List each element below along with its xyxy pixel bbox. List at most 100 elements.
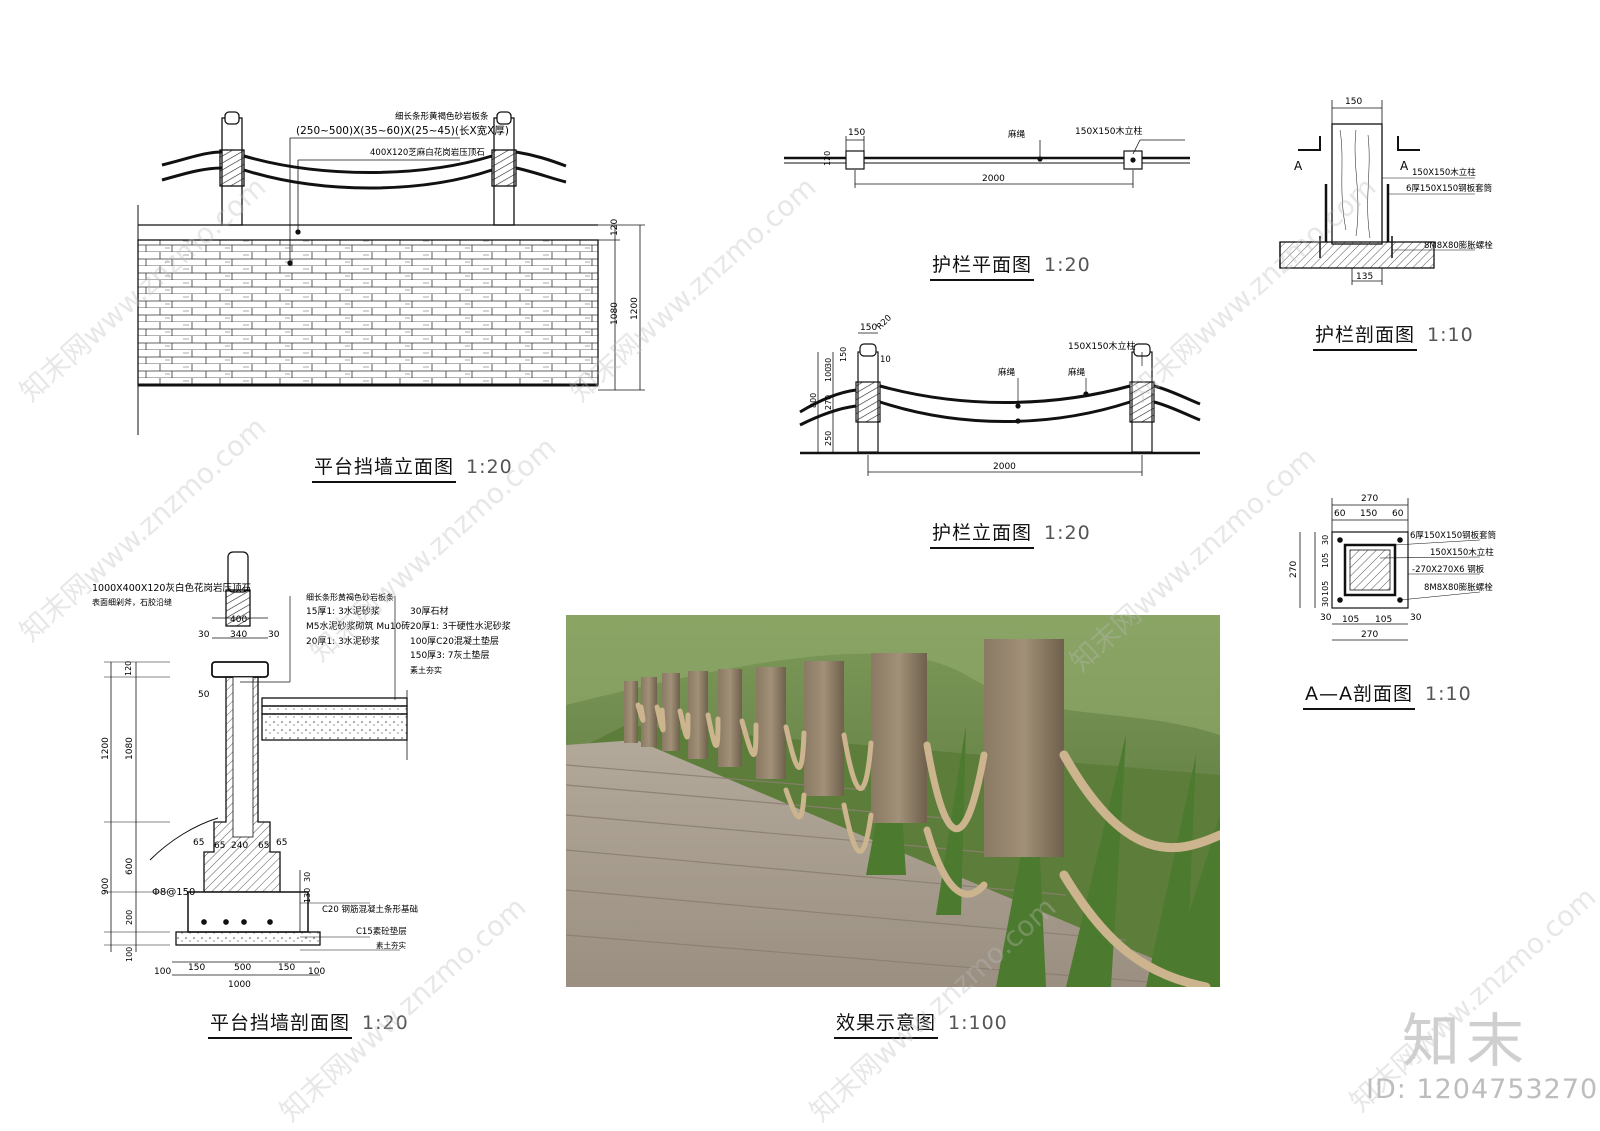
title-rail-section-name: 护栏剖面图 [1313,324,1418,351]
wall-sec-dim-1200: 1200 [101,737,111,760]
title-effect-name: 效果示意图 [834,1012,939,1039]
wall-sec-dim-120: 120 [124,661,133,676]
wall-sec-dim-65a: 65 [193,838,204,848]
wall-elev-note3: 400X120芝麻白花岗岩压顶石 [370,147,485,158]
wall-sec-dim-b100a: 100 [154,967,171,977]
id-label: ID: 1204753270 [1366,1074,1599,1105]
wall-sec-dim-100: 100 [125,947,134,962]
wall-sec-dim-30c: 30 [303,872,312,882]
wall-sec-note-c15: C15素砼垫层 [356,926,407,937]
wall-sec-dim-900: 900 [101,878,111,895]
title-rail-elevation: 护栏立面图 1:20 [930,518,1091,549]
rail-section-note-sleeve: 6厚150X150钢板套筒 [1406,183,1492,194]
wall-sec-dim-b500: 500 [234,963,251,973]
title-rail-plan: 护栏平面图 1:20 [930,250,1091,281]
aa-dim-270-top: 270 [1361,494,1378,504]
rail-elevation-view [799,332,1201,476]
rail-plan-dim-2000: 2000 [982,174,1005,184]
title-rail-plan-name: 护栏平面图 [930,254,1035,281]
rail-elev-dim-270: 270 [824,395,833,410]
wall-elev-note1: 细长条形黄褐色砂岩板条 [395,111,489,122]
aa-note-post: 150X150木立柱 [1430,547,1494,558]
wall-elevation-view [137,111,645,435]
aa-dim-270-left: 270 [1289,561,1299,578]
aa-dim-105-l1: 105 [1321,553,1330,568]
wall-sec-rebar: Φ8@150 [152,887,195,898]
rail-elev-dim-r20: R20 [875,313,894,332]
wall-sec-dim-240: 240 [231,841,248,851]
aa-dim-30-bot2: 30 [1410,613,1422,623]
rail-section-view [1279,100,1475,285]
wall-sec-dim-340: 340 [230,630,247,640]
aa-dim-150: 150 [1360,509,1377,519]
rail-elev-rope2-label: 麻绳 [1068,367,1086,378]
aa-dim-105-l2: 105 [1321,581,1330,596]
rail-elev-dim-250: 250 [824,431,833,446]
effect-photo [566,615,1220,987]
aa-dim-105-b2: 105 [1375,615,1392,625]
wall-sec-dim-b100b: 100 [308,967,325,977]
wall-sec-dim-600: 600 [125,858,135,875]
rail-plan-view [784,136,1190,188]
rail-elev-dim-30: 30 [824,358,833,368]
rail-elev-dim-2000: 2000 [993,462,1016,472]
title-wall-elevation-name: 平台挡墙立面图 [312,456,457,483]
aa-dim-270-bot: 270 [1361,630,1378,640]
wall-sec-dim-130: 130 [303,888,312,903]
rail-elev-rope1-label: 麻绳 [998,367,1016,378]
wall-elev-note2: (250~500)X(35~60)X(25~45)(长X宽X厚) [296,124,509,137]
aa-note-bolt: 8M8X80膨胀螺栓 [1424,582,1493,593]
title-aa-section-name: A—A剖面图 [1303,683,1415,710]
aa-dim-105-b1: 105 [1342,615,1359,625]
wall-sec-note-p4: 150厚3: 7灰土垫层 [410,649,490,661]
wall-sec-dim-1080: 1080 [125,737,135,760]
title-rail-plan-scale: 1:20 [1044,254,1091,276]
rail-elev-dim-800: 800 [809,393,818,408]
rail-elev-dim-100: 100 [824,367,833,382]
title-wall-section-scale: 1:20 [362,1012,409,1034]
rail-elev-dim-150b: 150 [839,347,848,362]
aa-dim-60a: 60 [1334,509,1346,519]
rail-section-mark-a-right: A [1400,159,1409,173]
wall-sec-dim-400: 400 [230,615,247,625]
wall-sec-note-r1: 细长条形黄褐色砂岩板条 [306,592,394,602]
rail-section-note-bolt: 8M8X80膨胀螺栓 [1424,240,1493,251]
wall-sec-dim-65d: 65 [276,838,287,848]
title-wall-elevation-scale: 1:20 [466,456,513,478]
rail-elev-dim-10: 10 [880,355,891,365]
wall-elev-dim-120: 120 [610,219,620,236]
rail-plan-dim-120: 120 [823,151,832,166]
rail-elev-dim-150: 150 [860,323,877,333]
wall-elev-dim-1200: 1200 [630,297,640,320]
wall-sec-dim-30b: 30 [268,630,280,640]
wall-sec-note-p1: 30厚石材 [410,605,448,617]
wall-sec-note-r4: 20厚1: 3水泥砂浆 [306,635,380,647]
aa-section-view [1299,498,1481,641]
wall-sec-note-top2: 表面细剁斧，石胶沿缝 [92,597,172,607]
rail-plan-post-label: 150X150木立柱 [1075,125,1143,137]
aa-note-plate: -270X270X6 钢板 [1412,564,1485,575]
rail-section-note-post: 150X150木立柱 [1412,167,1476,178]
wall-sec-note-found: C20 钢筋混凝土条形基础 [322,904,418,915]
wall-sec-dim-200: 200 [125,910,134,925]
rail-section-dim-135: 135 [1356,272,1373,282]
wall-sec-note-r3: M5水泥砂浆砌筑 Mu10砖 [306,620,410,632]
wall-sec-dim-65b: 65 [214,841,225,851]
wall-sec-note-p5: 素土夯实 [410,665,442,675]
rail-section-mark-a-left: A [1294,159,1303,173]
title-rail-elevation-name: 护栏立面图 [930,522,1035,549]
rail-plan-rope-label: 麻绳 [1008,129,1026,140]
wall-sec-note-top1: 1000X400X120灰白色花岗岩压顶石 [92,582,251,594]
wall-sec-dim-b1000: 1000 [228,980,251,990]
wall-sec-note-p3: 100厚C20混凝土垫层 [410,635,499,647]
wall-sec-note-p2: 20厚1: 3干硬性水泥砂浆 [410,620,511,632]
wall-sec-note-r2: 15厚1: 3水泥砂浆 [306,605,380,617]
wall-elev-dim-1080: 1080 [610,302,620,325]
wall-sec-dim-50: 50 [198,690,210,700]
title-rail-elevation-scale: 1:20 [1044,522,1091,544]
aa-dim-30-bot: 30 [1320,613,1332,623]
